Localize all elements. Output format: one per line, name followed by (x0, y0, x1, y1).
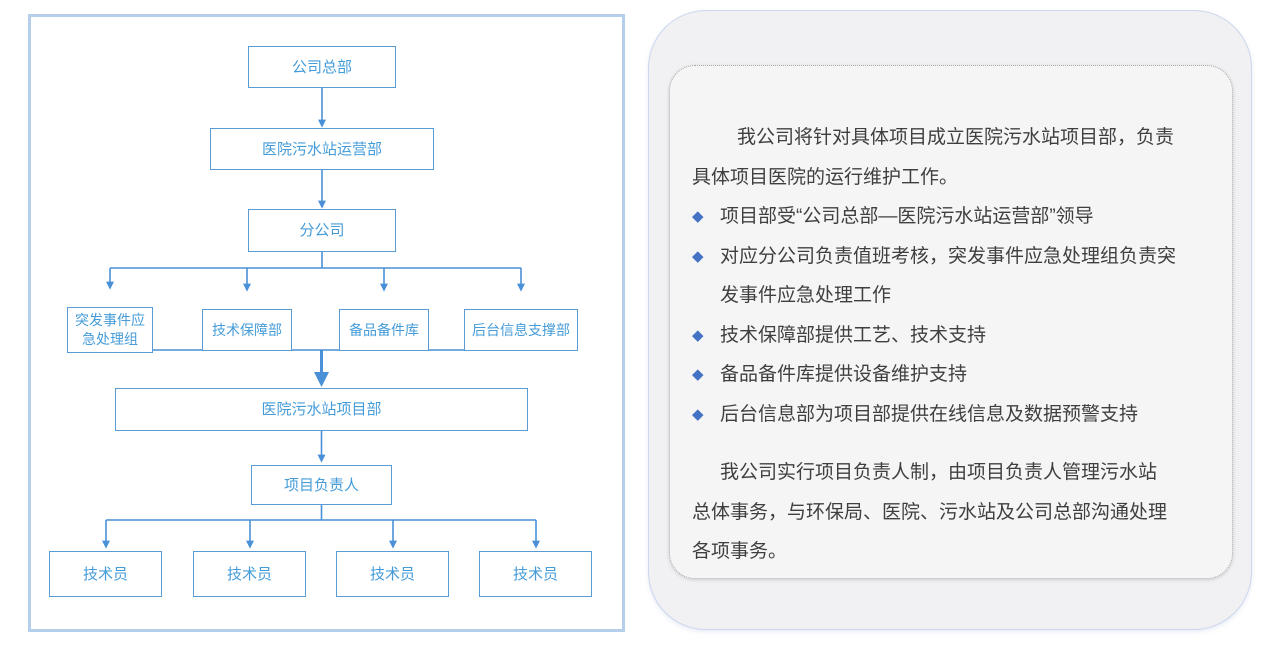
spare-parts-label: 备品备件库 (349, 321, 419, 338)
technician-3-label: 技术员 (369, 565, 415, 583)
bullet-text: 后台信息部为项目部提供在线信息及数据预警支持 (720, 395, 1138, 435)
bullet-5-line-1: 后台信息部为项目部提供在线信息及数据预警支持 (720, 403, 1139, 425)
bullet-text: 项目部受“公司总部—医院污水站运营部”领导 (720, 197, 1094, 237)
info-card-inner: 我公司将针对具体项目成立医院污水站项目部，负责 具体项目医院的运行维护工作。 ◆… (669, 65, 1233, 579)
org-node-branch-company-label: 分公司 (299, 222, 345, 239)
bullet-item-spare-parts: ◆ 备品备件库提供设备维护支持 (692, 355, 1200, 395)
bullet-text: 备品备件库提供设备维护支持 (720, 355, 967, 395)
paragraph-2-line-3: 各项事务。 (692, 541, 788, 562)
org-node-emergency-response-group: 突发事件应 急处理组 (67, 307, 153, 353)
bullet-1-line-1: 项目部受“公司总部—医院污水站运营部”领导 (720, 206, 1094, 227)
technician-1-label: 技术员 (82, 565, 128, 583)
bullet-item-leadership: ◆ 项目部受“公司总部—医院污水站运营部”领导 (692, 197, 1200, 237)
technician-2-label: 技术员 (226, 565, 272, 583)
diamond-bullet-icon: ◆ (692, 208, 704, 225)
diamond-bullet-icon: ◆ (692, 405, 704, 423)
bullet-item-branch-duty: ◆ 对应分公司负责值班考核，突发事件应急处理组负责突 发事件应急处理工作 (692, 237, 1200, 316)
org-chart-panel: 公司总部 医院污水站运营部 分公司 突发事件应 急处理组 技术保障部 备品备件库… (28, 14, 625, 632)
bullet-2-line-1: 对应分公司负责值班考核，突发事件应急处理组负责突 (720, 245, 1177, 267)
org-node-headquarters: 公司总部 (248, 46, 396, 88)
org-node-headquarters-label: 公司总部 (291, 58, 352, 76)
paragraph-2-line-2: 总体事务，与环保局、医院、污水站及公司总部沟通处理 (692, 501, 1168, 523)
bullet-item-backend-info: ◆ 后台信息部为项目部提供在线信息及数据预警支持 (692, 395, 1200, 435)
org-node-project-dept: 医院污水站项目部 (115, 388, 528, 431)
org-node-technician-4: 技术员 (479, 551, 592, 597)
emergency-label-line1: 突发事件应 (75, 312, 145, 328)
org-node-technician-1: 技术员 (49, 551, 162, 597)
org-node-backend-info-dept: 后台信息支撑部 (464, 309, 578, 351)
connector-leader-split-bar (106, 505, 536, 521)
info-text: 我公司将针对具体项目成立医院污水站项目部，负责 具体项目医院的运行维护工作。 ◆… (692, 118, 1200, 572)
bullet-list: ◆ 项目部受“公司总部—医院污水站运营部”领导 ◆ 对应分公司负责值班考核，突发… (692, 197, 1200, 434)
bullet-text: 对应分公司负责值班考核，突发事件应急处理组负责突 发事件应急处理工作 (720, 237, 1176, 316)
org-node-technician-2: 技术员 (193, 551, 306, 597)
paragraph-1: 我公司将针对具体项目成立医院污水站项目部，负责 具体项目医院的运行维护工作。 (692, 118, 1200, 197)
org-node-project-leader: 项目负责人 (251, 465, 392, 505)
project-leader-label: 项目负责人 (283, 476, 359, 494)
org-node-spare-parts-warehouse: 备品备件库 (339, 309, 429, 351)
diamond-bullet-icon: ◆ (692, 326, 704, 344)
bullet-3-line-1: 技术保障部提供工艺、技术支持 (720, 324, 987, 346)
bullet-text: 技术保障部提供工艺、技术支持 (720, 316, 986, 356)
connector-branch-split-bar (110, 252, 521, 269)
paragraph-1-line-2: 具体项目医院的运行维护工作。 (692, 166, 959, 188)
org-node-technician-3: 技术员 (336, 551, 449, 597)
diamond-bullet-icon: ◆ (692, 247, 704, 265)
org-node-operations-dept-label: 医院污水站运营部 (261, 140, 382, 158)
technician-4-label: 技术员 (512, 565, 558, 583)
paragraph-2: 我公司实行项目负责人制，由项目负责人管理污水站 总体事务，与环保局、医院、污水站… (692, 453, 1200, 572)
paragraph-1-line-1: 我公司将针对具体项目成立医院污水站项目部，负责 (737, 127, 1175, 148)
org-node-tech-support-dept: 技术保障部 (202, 309, 292, 351)
tech-support-label: 技术保障部 (212, 321, 282, 338)
backend-info-label: 后台信息支撑部 (472, 321, 570, 338)
project-dept-label: 医院污水站项目部 (261, 401, 382, 418)
diamond-bullet-icon: ◆ (692, 366, 704, 383)
org-node-operations-dept: 医院污水站运营部 (210, 128, 434, 170)
bullet-4-line-1: 备品备件库提供设备维护支持 (720, 364, 968, 385)
emergency-label-line2: 急处理组 (82, 331, 138, 347)
bullet-item-tech-support: ◆ 技术保障部提供工艺、技术支持 (692, 316, 1200, 356)
bullet-2-line-2: 发事件应急处理工作 (720, 285, 892, 306)
connector-merge-bar (109, 335, 522, 351)
info-card: 我公司将针对具体项目成立医院污水站项目部，负责 具体项目医院的运行维护工作。 ◆… (648, 10, 1252, 630)
paragraph-2-line-1: 我公司实行项目负责人制，由项目负责人管理污水站 (720, 462, 1158, 483)
org-node-branch-company: 分公司 (248, 209, 396, 252)
